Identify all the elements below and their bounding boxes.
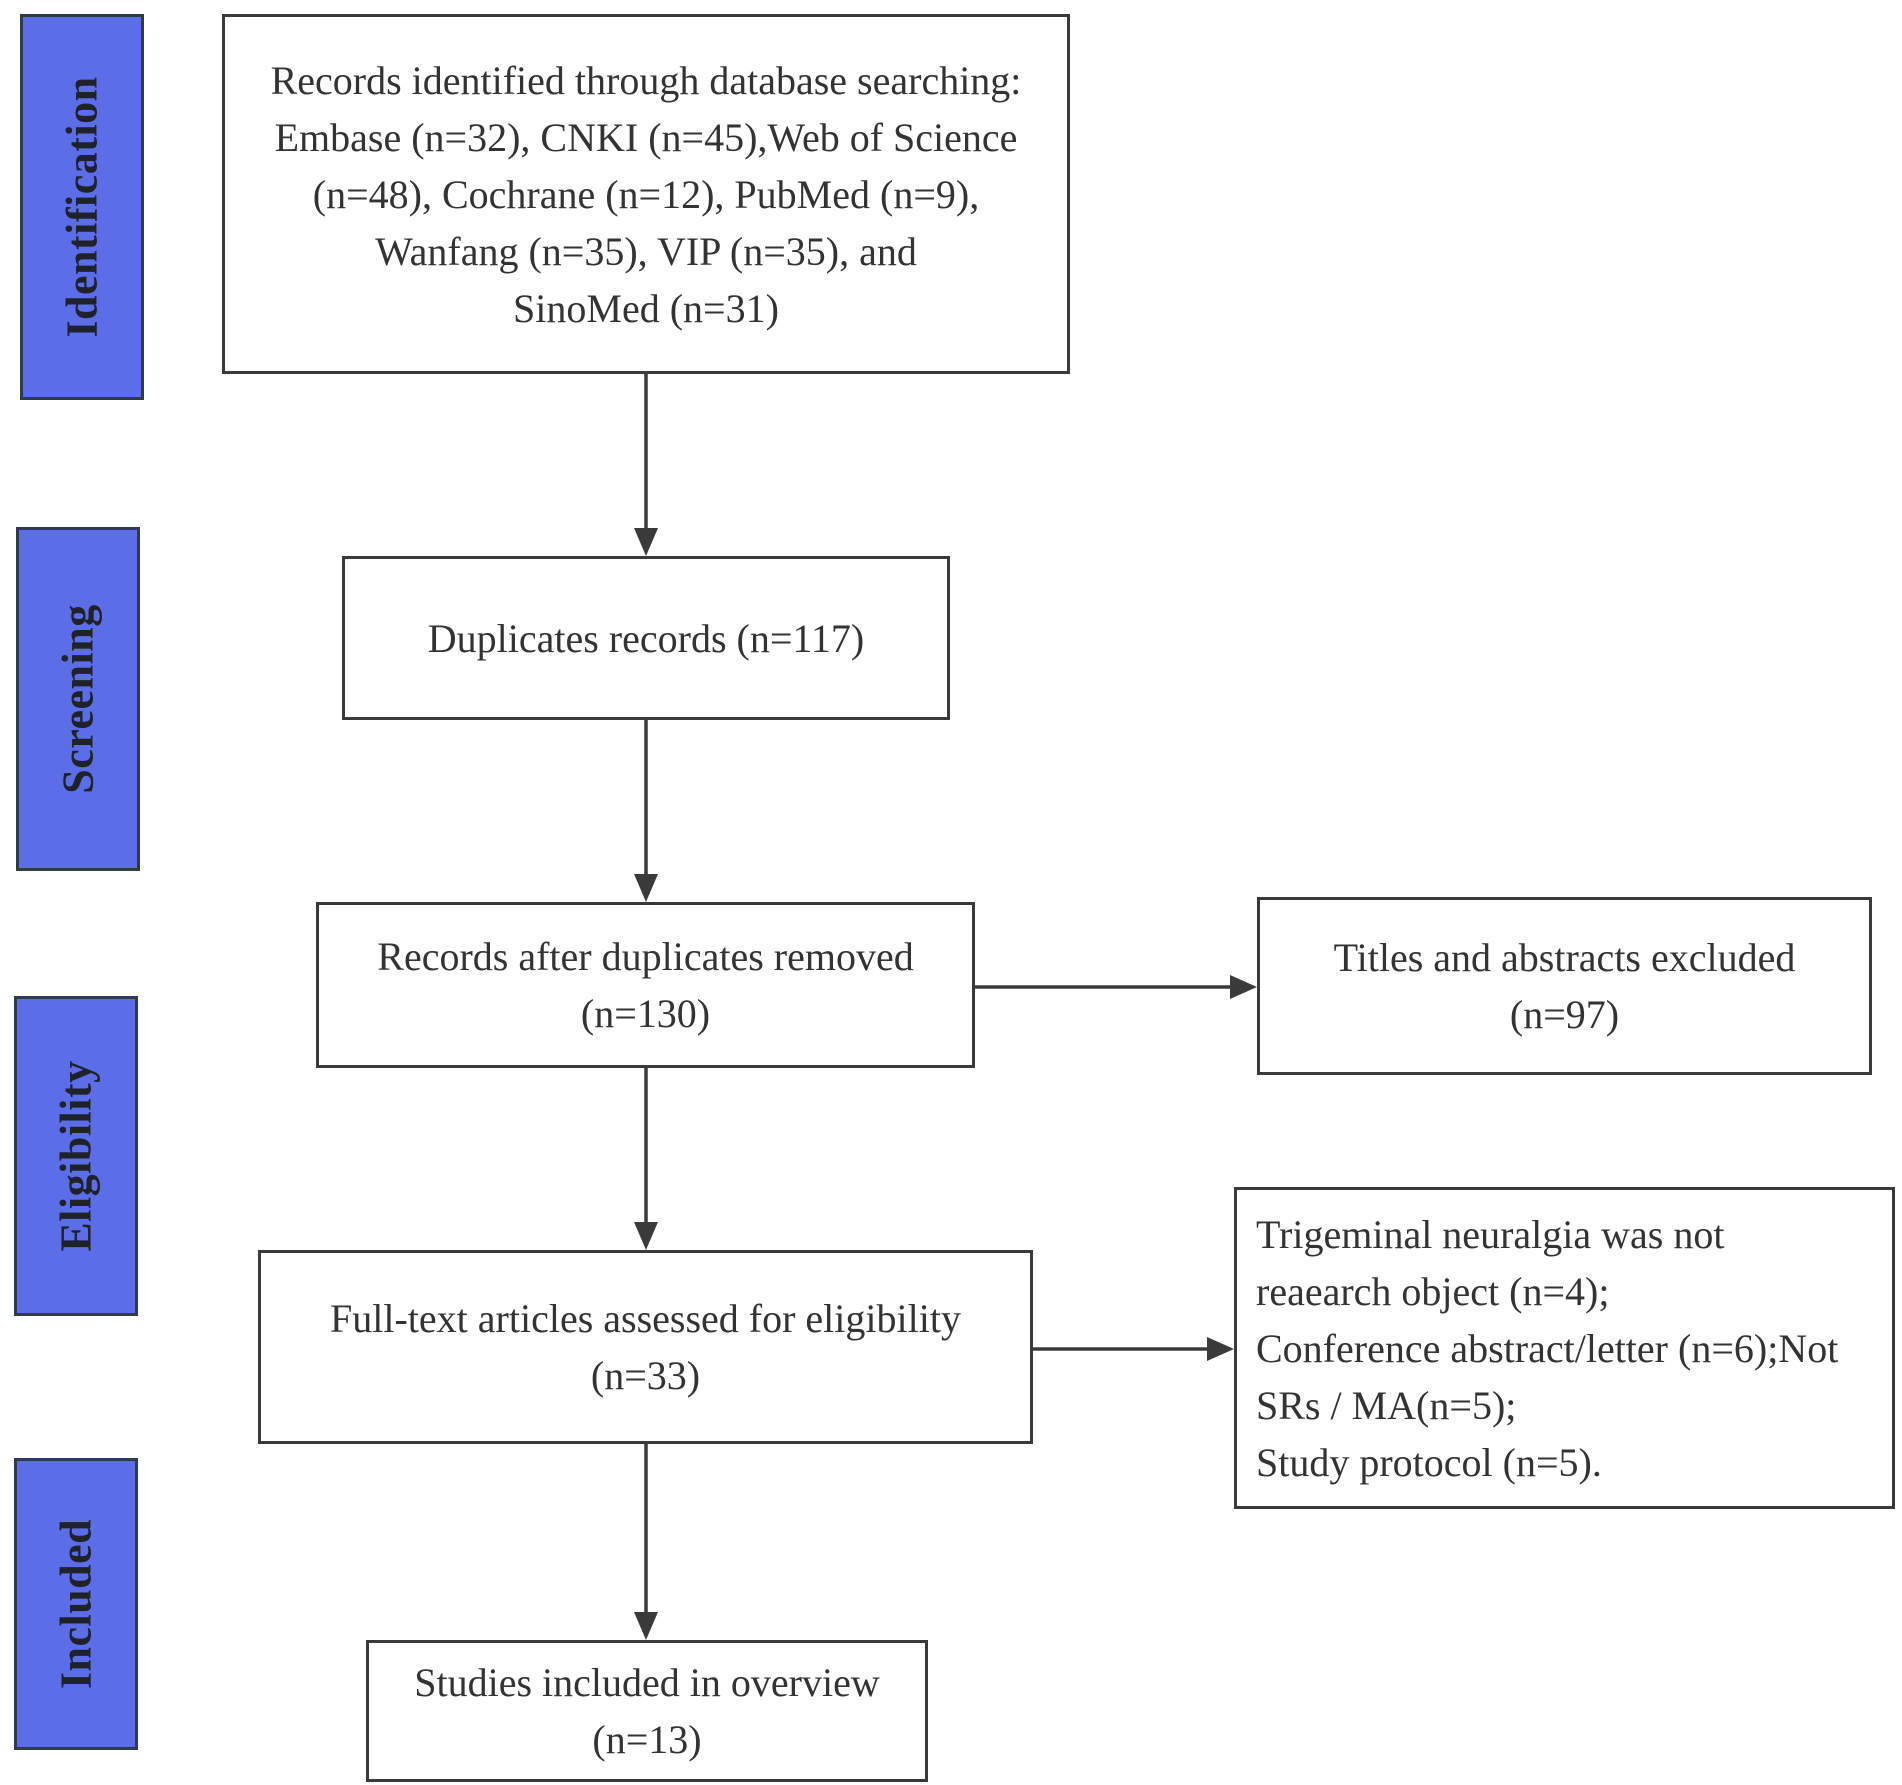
full-text-excluded-box: Trigeminal neuralgia was not reaearch ob… <box>1234 1187 1895 1509</box>
arrowhead-titles-excluded <box>1230 975 1257 999</box>
duplicates-line-1: Duplicates records (n=117) <box>427 615 865 661</box>
full-text-line-2: (n=33) <box>590 1353 701 1398</box>
full-text-excluded-text: Trigeminal neuralgia was not reaearch ob… <box>1256 1206 1838 1491</box>
full-text-excluded-line-1: Trigeminal neuralgia was not <box>1256 1211 1725 1257</box>
stage-identification: Identification <box>20 14 144 400</box>
after-duplicates-line-2: (n=130) <box>580 991 711 1036</box>
stage-screening: Screening <box>16 527 140 871</box>
identified-records-text: Records identified through database sear… <box>271 52 1022 337</box>
identified-line-5: SinoMed (n=31) <box>513 285 779 331</box>
full-text-text: Full-text articles assessed for eligibil… <box>330 1290 961 1404</box>
full-text-line-1: Full-text articles assessed for eligibil… <box>330 1296 961 1341</box>
titles-excluded-line-2: (n=97) <box>1509 992 1620 1037</box>
titles-excluded-line-1: Titles and abstracts excluded <box>1333 935 1796 980</box>
full-text-excluded-line-2: reaearch object (n=4); <box>1256 1268 1610 1314</box>
included-box: Studies included in overview (n=13) <box>366 1640 928 1782</box>
identified-records-box: Records identified through database sear… <box>222 14 1070 374</box>
stage-included: Included <box>14 1458 138 1750</box>
included-text: Studies included in overview (n=13) <box>414 1654 879 1768</box>
full-text-excluded-line-3: Conference abstract/letter (n=6);Not <box>1256 1325 1839 1371</box>
full-text-box: Full-text articles assessed for eligibil… <box>258 1250 1033 1444</box>
stage-eligibility: Eligibility <box>14 996 138 1316</box>
identified-line-4: Wanfang (n=35), VIP (n=35), and <box>375 228 917 274</box>
duplicates-text: Duplicates records (n=117) <box>428 610 864 667</box>
identified-line-1: Records identified through database sear… <box>270 57 1022 103</box>
identified-line-2: Embase (n=32), CNKI (n=45),Web of Scienc… <box>274 114 1018 160</box>
after-duplicates-text: Records after duplicates removed (n=130) <box>377 928 913 1042</box>
titles-excluded-box: Titles and abstracts excluded (n=97) <box>1257 897 1872 1075</box>
after-duplicates-box: Records after duplicates removed (n=130) <box>316 902 975 1068</box>
full-text-excluded-line-5: Study protocol (n=5). <box>1256 1439 1602 1485</box>
included-line-1: Studies included in overview <box>414 1660 880 1705</box>
arrowhead-full-text-excluded <box>1207 1337 1234 1361</box>
duplicates-box: Duplicates records (n=117) <box>342 556 950 720</box>
arrowhead-duplicates <box>634 528 658 556</box>
identified-line-3: (n=48), Cochrane (n=12), PubMed (n=9), <box>312 171 980 217</box>
included-line-2: (n=13) <box>592 1717 702 1762</box>
arrowhead-full-text <box>634 1222 658 1250</box>
arrowhead-included <box>634 1612 658 1640</box>
arrowhead-after-duplicates <box>634 874 658 902</box>
after-duplicates-line-1: Records after duplicates removed <box>377 934 914 979</box>
titles-excluded-text: Titles and abstracts excluded (n=97) <box>1334 929 1796 1043</box>
full-text-excluded-line-4: SRs / MA(n=5); <box>1256 1382 1517 1428</box>
